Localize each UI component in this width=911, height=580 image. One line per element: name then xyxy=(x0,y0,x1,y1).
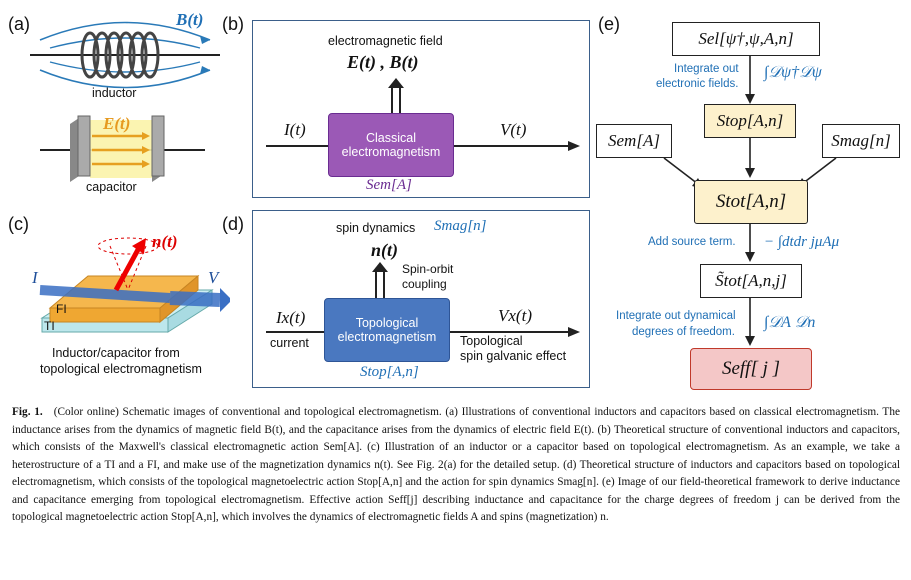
classical-em-line2: electromagnetism xyxy=(341,145,441,159)
tsge-line2: spin galvanic effect xyxy=(460,349,567,363)
s-top-box: Stop[A,n] xyxy=(704,104,796,138)
input-current-x: Ix(t) xyxy=(276,308,306,327)
s-tot-j-box: S̃tot[A,n,j] xyxy=(700,264,802,298)
figure-number: Fig. 1. xyxy=(12,406,43,418)
step2-formula: − ∫dtdr jμAμ xyxy=(764,234,840,250)
panel-e-label: (e) xyxy=(598,14,620,34)
coupling-line2: coupling xyxy=(402,277,447,291)
tsge-line1: Topological xyxy=(460,334,523,348)
fi-label: FI xyxy=(56,302,67,316)
caption-text: (Color online) Schematic images of conve… xyxy=(12,406,900,523)
topological-em-box: Topological electromagnetism xyxy=(324,298,450,362)
panel-c-caption-1: Inductor/capacitor from xyxy=(52,346,180,360)
ti-label: TI xyxy=(44,319,55,333)
classical-em-line1: Classical xyxy=(365,131,416,145)
sem-action: Sem[A] xyxy=(366,177,412,193)
panel-a-label: (a) xyxy=(8,14,30,34)
step3-line1: Integrate out dynamical xyxy=(616,310,736,322)
stop-action-d: Stop[A,n] xyxy=(360,364,419,380)
step2-line1: Add source term. xyxy=(648,236,736,248)
s-mag-box: Smag[n] xyxy=(822,124,900,158)
step3-line2: degrees of freedom. xyxy=(632,326,735,338)
step1-line1: Integrate out xyxy=(674,63,739,75)
panel-d-label: (d) xyxy=(222,214,244,234)
input-current: I(t) xyxy=(284,120,306,139)
s-em-box: Sem[A] xyxy=(596,124,672,158)
fields-label: E(t) , B(t) xyxy=(347,52,419,72)
s-el-box: Sel[ψ†,ψ,A,n] xyxy=(672,22,820,56)
panel-c-label: (c) xyxy=(8,214,29,234)
capacitor-illustration xyxy=(40,115,205,182)
figure-caption: Fig. 1. (Color online) Schematic images … xyxy=(12,404,900,527)
current-word: current xyxy=(270,336,309,350)
panel-b-label: (b) xyxy=(222,14,244,34)
em-field-label: electromagnetic field xyxy=(328,34,443,48)
step3-formula: ∫𝒟A 𝒟n xyxy=(764,314,816,331)
heterostructure-illustration xyxy=(39,237,230,333)
moment-label-d: n(t) xyxy=(371,240,398,260)
coupling-line1: Spin-orbit xyxy=(402,262,454,276)
b-field-label: B(t) xyxy=(176,10,204,29)
output-voltage: V(t) xyxy=(500,120,527,139)
e-field-label: E(t) xyxy=(103,114,131,133)
s-eff-box: Seff[ j ] xyxy=(690,348,812,390)
inductor-illustration xyxy=(30,21,220,89)
s-tot-box: Stot[A,n] xyxy=(694,180,808,224)
current-label-c: I xyxy=(32,268,38,287)
topological-em-line2: electromagnetism xyxy=(337,330,437,344)
topological-em-line1: Topological xyxy=(355,316,419,330)
moment-label-c: n(t) xyxy=(152,232,178,251)
classical-em-box: Classical electromagnetism xyxy=(328,113,454,177)
spin-dynamics-label: spin dynamics xyxy=(336,221,416,235)
panel-b-frame xyxy=(252,20,590,198)
capacitor-label: capacitor xyxy=(86,180,137,194)
panel-d-frame xyxy=(252,210,590,388)
smag-action-d: Smag[n] xyxy=(434,218,487,234)
voltage-label-c: V xyxy=(208,268,219,287)
step1-formula: ∫𝒟ψ†𝒟ψ xyxy=(764,64,822,81)
panel-c-caption-2: topological electromagnetism xyxy=(40,362,202,376)
step1-line2: electronic fields. xyxy=(656,78,739,90)
inductor-label: inductor xyxy=(92,86,137,100)
output-voltage-x: Vx(t) xyxy=(498,306,532,325)
